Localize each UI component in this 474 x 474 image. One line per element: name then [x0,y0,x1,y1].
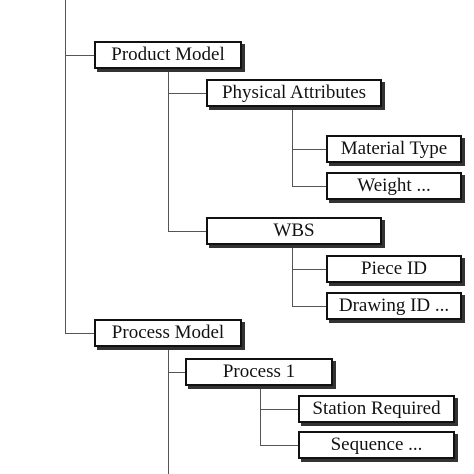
node-process-1: Process 1 [185,358,333,386]
node-sequence: Sequence ... [298,431,455,459]
connector-piece-id [292,269,326,270]
connector-process-1-trunk [260,386,261,446]
connector-drawing-id [292,306,326,307]
node-product-model: Product Model [94,41,242,69]
connector-product-trunk [168,68,169,232]
connector-process-1 [168,372,185,373]
node-physical-attributes: Physical Attributes [206,79,382,107]
connector-physical-trunk [292,107,293,187]
node-drawing-id: Drawing ID ... [326,292,462,320]
connector-product-model [65,55,94,56]
connector-process-model [65,333,94,334]
connector-station-required [260,409,298,410]
connector-wbs [168,231,206,232]
connector-weight [292,186,326,187]
node-material-type: Material Type [326,135,462,163]
node-piece-id: Piece ID [326,255,462,283]
node-process-model: Process Model [94,319,242,347]
node-weight: Weight ... [326,172,462,200]
connector-physical-attributes [168,93,206,94]
connector-sequence [260,445,298,446]
connector-wbs-trunk [292,245,293,307]
connector-process-trunk [168,346,169,474]
node-station-required: Station Required [298,395,455,423]
connector-root-trunk [65,0,66,334]
connector-material-type [292,149,326,150]
node-wbs: WBS [206,217,382,245]
